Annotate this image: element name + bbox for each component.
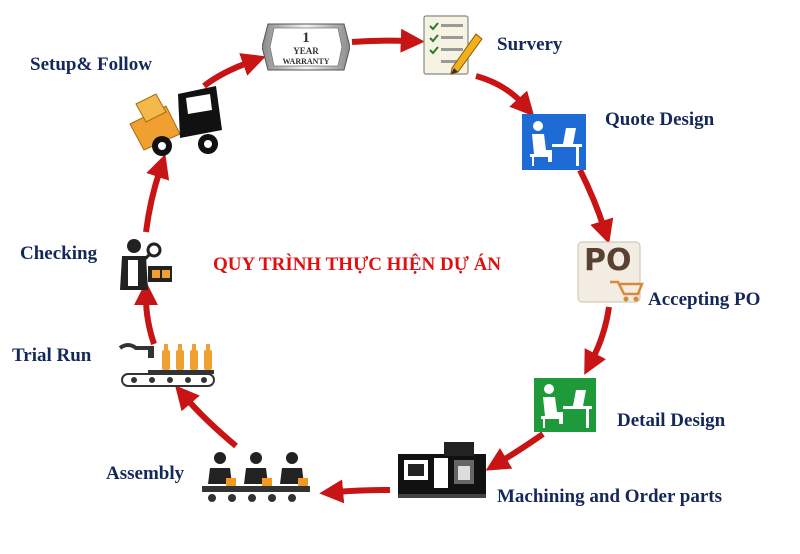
label-machining: Machining and Order parts <box>497 486 723 507</box>
arrow-quote-to-po <box>577 168 614 244</box>
arrow-trial-to-checking <box>134 281 159 345</box>
arrow-po-to-detail <box>584 306 612 375</box>
purchase-order-icon: PO <box>576 240 646 306</box>
cnc-machine-icon <box>396 440 490 500</box>
arrow-machining-to-assembly <box>319 479 391 504</box>
label-survey: Survery <box>497 34 563 55</box>
warranty-year: YEAR <box>293 46 319 56</box>
arrow-assembly-to-trial <box>175 385 238 449</box>
arrow-detail-to-machining <box>485 431 545 471</box>
assembly-line-icon <box>200 448 312 504</box>
arrow-warranty-to-survey <box>351 28 425 53</box>
warranty-number: 1 <box>302 30 310 46</box>
survey-checklist-icon <box>418 12 484 78</box>
label-checking: Checking <box>20 243 98 264</box>
arrow-checking-to-setup <box>143 154 170 233</box>
diagram-title: QUY TRÌNH THỰC HIỆN DỰ ÁN <box>213 254 502 275</box>
conveyor-bottles-icon <box>118 340 216 388</box>
label-setup-follow: Setup& Follow <box>30 54 152 75</box>
label-accepting-po: Accepting PO <box>648 289 761 310</box>
label-quote-design: Quote Design <box>605 109 715 130</box>
inspector-icon <box>112 236 178 292</box>
label-detail-design: Detail Design <box>617 410 726 431</box>
arrow-setup-to-warranty <box>202 53 266 89</box>
warranty-badge-icon: 1 YEAR WARRANTY <box>261 16 351 78</box>
warranty-text: WARRANTY <box>282 57 330 66</box>
detail-designer-icon <box>534 378 596 432</box>
po-text: PO <box>584 243 632 278</box>
delivery-truck-icon <box>128 82 228 158</box>
label-trial-run: Trial Run <box>12 345 92 366</box>
label-assembly: Assembly <box>106 463 185 484</box>
arrow-survey-to-quote <box>475 73 535 117</box>
designer-at-desk-icon <box>522 114 586 170</box>
